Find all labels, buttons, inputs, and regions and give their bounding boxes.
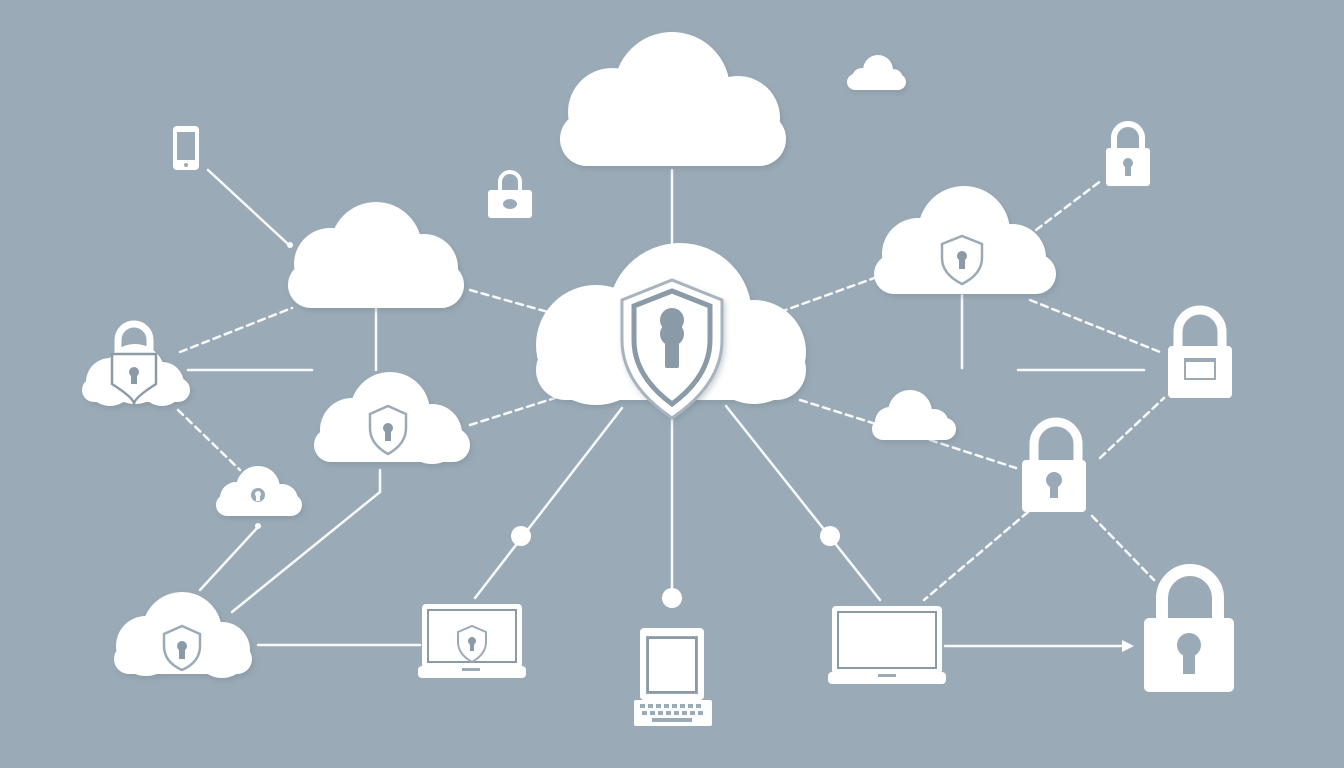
cloud-icon [560,32,786,166]
padlock-icon [1144,564,1234,692]
cloud-icon [872,390,956,440]
connector-left-cloud [468,288,550,314]
connector-right-lock-diagonal [1098,396,1166,460]
central-cloud-shield-lock-icon [536,243,806,420]
laptop-icon [828,606,946,684]
connector-top-right-lock [1034,178,1104,232]
connection-lines [176,168,1166,652]
connector-nodes [255,242,840,608]
connector-left-lock [178,306,294,354]
connector-small-cloud [176,408,242,472]
cloud-shield-lock-icon [874,186,1056,294]
cloud-lock-icon [216,466,302,516]
connector-small-to-bottom [198,525,260,592]
connector-node-icon [820,526,840,546]
cloud-shield-lock-icon [314,372,470,464]
padlock-icon [488,170,532,218]
connector-lock-to-big-lock [1090,514,1156,582]
connector-mid-left-cloud [468,396,557,427]
connector-node-icon [255,523,261,529]
cloud-lock-icon [82,320,190,406]
connector-diagonal-left [230,490,382,614]
arrowhead-icon [1122,640,1134,652]
cloud-icon [288,202,464,308]
connector-node-icon [287,242,293,248]
cloud-icon [847,55,906,90]
tablet-keyboard-icon [634,628,712,726]
connector-right-cloud [778,274,882,314]
smartphone-icon [173,126,199,170]
connector-to-right-laptop [724,404,882,602]
laptop-icon [418,604,526,678]
connector-right-lock [1028,298,1162,354]
padlock-icon [114,320,154,352]
connector-to-laptop [473,406,624,600]
connector-node-icon [511,526,531,546]
padlock-icon [1022,417,1086,512]
connector-lock-to-laptop [922,510,1030,602]
cloud-shield-lock-icon [114,592,252,678]
padlock-icon [1106,121,1150,186]
connector-mid-right-lock [928,438,1018,470]
connector-node-icon [662,588,682,608]
connector-phone [206,168,290,246]
padlock-icon [1168,305,1232,398]
connector-right-small-cloud [798,398,878,426]
